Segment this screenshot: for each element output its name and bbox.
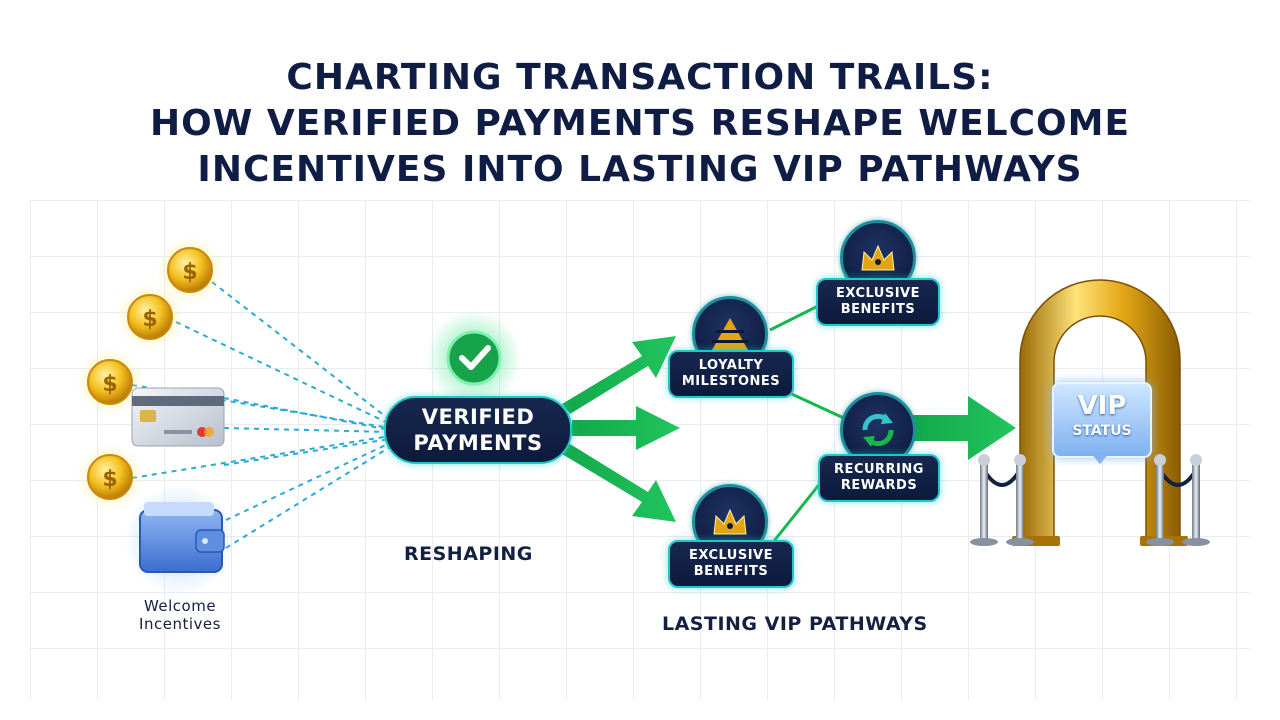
svg-text:$: $	[102, 467, 117, 492]
title-line-3: INCENTIVES INTO LASTING VIP PATHWAYS	[197, 149, 1083, 190]
arrow-to-vip	[912, 396, 1016, 460]
title-line-2: HOW VERIFIED PAYMENTS RESHAPE WELCOME	[149, 103, 1131, 144]
arrow-up	[562, 336, 676, 414]
exclusive-top-line-2: BENEFITS	[840, 302, 916, 317]
recurring-line-2: REWARDS	[840, 478, 918, 493]
exclusive-benefits-bottom-node: EXCLUSIVE BENEFITS	[668, 540, 794, 588]
exclusive-bottom-line-1: EXCLUSIVE	[689, 548, 773, 563]
wallet-icon	[124, 484, 236, 596]
green-arrows	[562, 336, 680, 522]
exclusive-bottom-line-2: BENEFITS	[693, 564, 769, 579]
verified-payments-node: VERIFIED PAYMENTS	[384, 396, 572, 464]
coin-icon: $	[116, 283, 184, 351]
vip-status-sign: VIP STATUS	[1052, 382, 1152, 458]
reshaping-label: RESHAPING	[404, 543, 533, 565]
hub-line-2: PAYMENTS	[413, 431, 543, 455]
exclusive-top-line-1: EXCLUSIVE	[836, 286, 920, 301]
coin-icon: $	[76, 348, 144, 416]
svg-text:$: $	[102, 372, 117, 397]
welcome-incentives-label: Welcome Incentives	[139, 597, 221, 633]
title-line-1: CHARTING TRANSACTION TRAILS:	[286, 57, 994, 98]
loyalty-line-1: LOYALTY	[698, 358, 764, 373]
exclusive-benefits-top-node: EXCLUSIVE BENEFITS	[816, 278, 940, 326]
recurring-line-1: RECURRING	[834, 462, 924, 477]
vip-line-2: STATUS	[1072, 423, 1132, 439]
svg-text:$: $	[142, 307, 157, 332]
lasting-vip-pathways-label: LASTING VIP PATHWAYS	[662, 613, 928, 635]
svg-text:$: $	[182, 260, 197, 285]
coin-icon: $	[76, 443, 144, 511]
coin-icon: $	[156, 236, 224, 304]
vip-sign-pointer	[1090, 452, 1110, 464]
hub-line-1: VERIFIED	[421, 405, 535, 429]
vip-line-1: VIP	[1077, 391, 1127, 421]
arrow-right	[572, 406, 680, 450]
arrow-down	[562, 444, 676, 522]
recurring-rewards-node: RECURRING REWARDS	[818, 454, 940, 502]
loyalty-line-2: MILESTONES	[681, 374, 781, 389]
checkmark-icon	[426, 310, 522, 406]
credit-card-icon	[131, 387, 225, 447]
loyalty-milestones-node: LOYALTY MILESTONES	[668, 350, 794, 398]
green-connector-lines	[768, 300, 849, 547]
